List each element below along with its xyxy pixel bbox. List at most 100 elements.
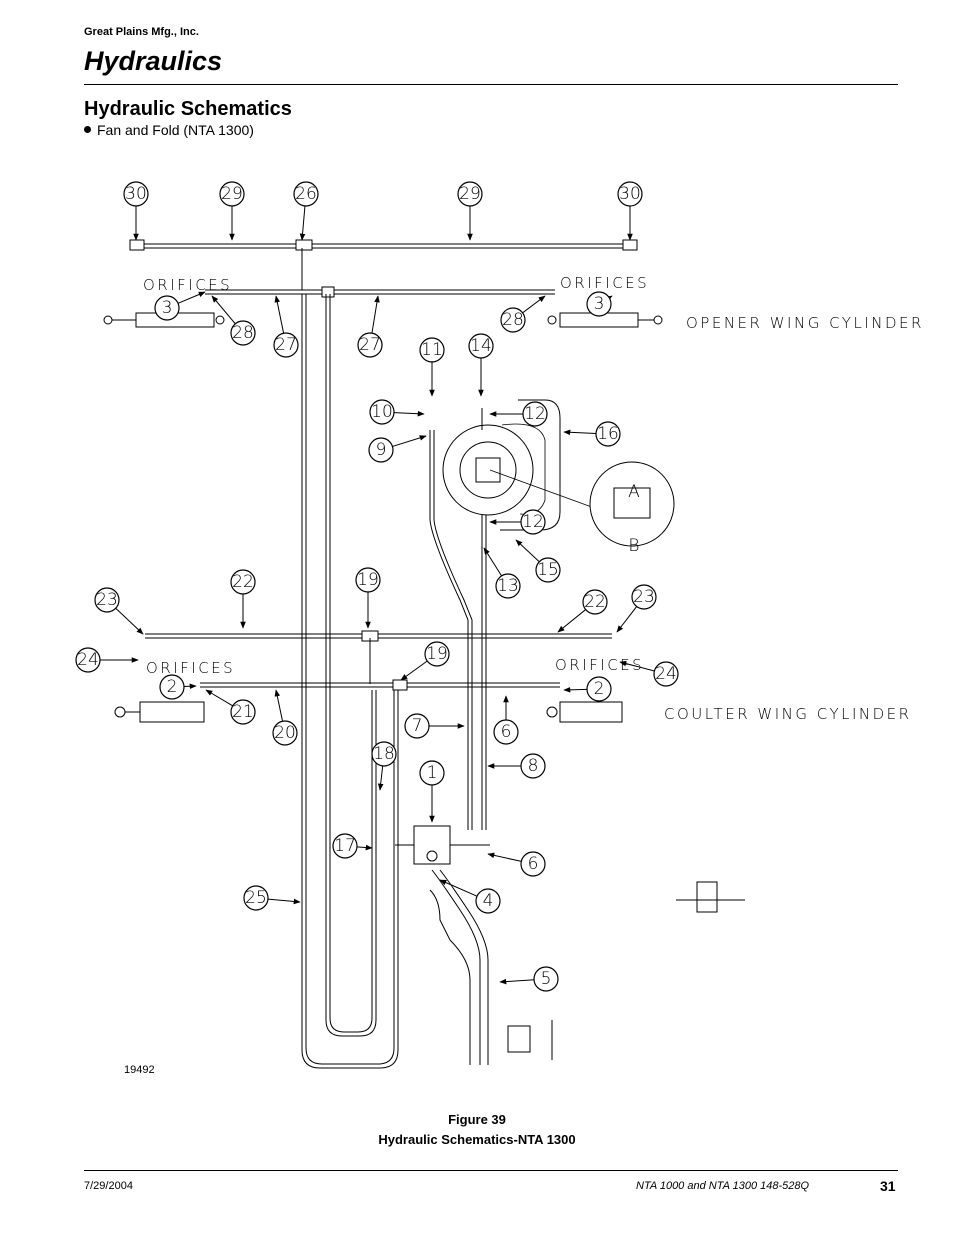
callout-number: 16 (597, 424, 619, 444)
callout-20: 20 (272, 689, 298, 746)
callout-leader (205, 689, 233, 707)
callout-number: 11 (421, 340, 443, 360)
callout-3: 3 (154, 291, 206, 321)
fan-motor (429, 399, 675, 830)
callout-number: 2 (167, 677, 178, 697)
callout-25: 25 (243, 885, 301, 911)
callout-number: 26 (295, 184, 317, 204)
middle-supply-hose (145, 630, 612, 684)
callout-number: 22 (584, 592, 606, 612)
callout-leader (274, 295, 285, 334)
callout-27: 27 (273, 295, 299, 358)
lower-orifice-hose (200, 679, 560, 691)
callout-number: 17 (334, 836, 356, 856)
callout-circle (219, 181, 245, 207)
callout-circle (653, 661, 679, 687)
callout-circle (355, 567, 381, 593)
callout-30: 30 (123, 181, 149, 241)
callout-number: 24 (655, 664, 677, 684)
callout-1: 1 (419, 760, 445, 823)
callout-22: 22 (557, 589, 608, 633)
callout-9: 9 (368, 435, 427, 463)
callout-circle (475, 888, 501, 914)
callout-19: 19 (400, 641, 450, 681)
callout-circle (159, 674, 185, 700)
bullet-icon (84, 126, 91, 133)
callout-circle (357, 332, 383, 358)
callout-number: 4 (483, 891, 494, 911)
callout-circle (520, 509, 546, 535)
callout-number: 3 (162, 298, 173, 318)
callout-leader (557, 609, 586, 633)
callout-circle (468, 333, 494, 359)
callout-circle (500, 307, 526, 333)
callout-17: 17 (332, 833, 373, 859)
bullet-item: Fan and Fold (NTA 1300) (84, 122, 254, 138)
callout-15: 15 (515, 539, 561, 583)
callout-number: 20 (274, 723, 296, 743)
opener-cylinder-left (103, 312, 225, 328)
callout-leader (483, 547, 503, 577)
callout-leader (274, 689, 284, 722)
callout-circle (631, 584, 657, 610)
callout-number: 28 (502, 310, 524, 330)
main-vertical-hoses (301, 294, 399, 1069)
section-title: Hydraulics (84, 46, 223, 76)
callout-circle (154, 295, 180, 321)
callout-number: 24 (77, 650, 99, 670)
callout-leader (499, 978, 535, 985)
callout-number: 22 (232, 572, 254, 592)
callout-leader (177, 291, 206, 304)
footer-rule (84, 1170, 898, 1171)
callout-number: 3 (594, 294, 605, 314)
callout-leader (616, 606, 638, 633)
callout-number: 14 (470, 336, 492, 356)
callout-circle (522, 401, 548, 427)
callout-27: 27 (357, 295, 383, 358)
callout-leader (299, 205, 306, 241)
callout-number: 2 (594, 679, 605, 699)
callout-circle (293, 181, 319, 207)
callout-circle (230, 320, 256, 346)
callout-circle (368, 437, 394, 463)
upper-orifice-hose (205, 248, 555, 298)
callout-number: 1 (427, 763, 438, 783)
callout-number: 27 (275, 335, 297, 355)
callout-24: 24 (75, 647, 139, 673)
callout-24: 24 (619, 660, 679, 687)
callout-number: 15 (537, 560, 559, 580)
callout-number: 30 (619, 184, 641, 204)
opener-cylinder-right (547, 312, 663, 328)
callout-18: 18 (371, 741, 397, 791)
callout-number: B (628, 536, 639, 556)
callout-circle (332, 833, 358, 859)
callout-circle (243, 885, 269, 911)
orifices-label-2: ORIFICES (560, 274, 649, 292)
callout-circle (495, 573, 521, 599)
callout-circle (230, 569, 256, 595)
callout-circle (123, 181, 149, 207)
callout-leader (267, 898, 301, 905)
valve-block (395, 825, 490, 1065)
callout-circle (424, 641, 450, 667)
callout-leader (563, 429, 597, 436)
callout-16: 16 (563, 421, 621, 447)
callout-number: 19 (426, 644, 448, 664)
callout-leader (392, 435, 427, 447)
callout-number: 27 (359, 335, 381, 355)
callout-circle (273, 332, 299, 358)
opener-wing-cylinder-label: OPENER WING CYLINDER (686, 314, 924, 332)
orifices-label-3: ORIFICES (146, 659, 235, 677)
callout-23: 23 (616, 584, 657, 633)
callout-30: 30 (617, 181, 643, 241)
callout-B: B (628, 536, 639, 556)
header-rule (84, 84, 898, 85)
callout-3: 3 (586, 291, 613, 317)
callout-11: 11 (419, 337, 445, 397)
callout-8: 8 (487, 753, 546, 779)
callout-leader (439, 879, 478, 897)
callout-circle (94, 587, 120, 613)
callout-12: 12 (489, 509, 546, 535)
